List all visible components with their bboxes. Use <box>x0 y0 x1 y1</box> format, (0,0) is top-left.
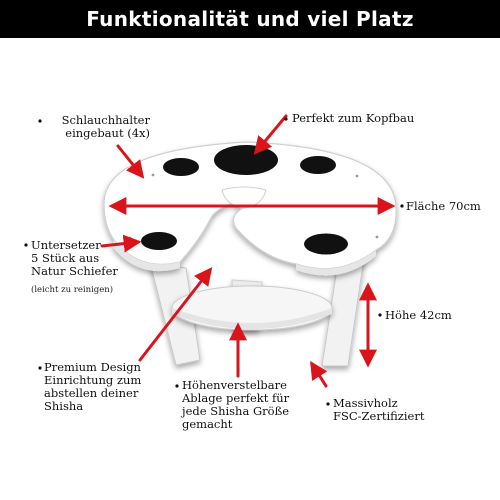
arrow-coasters <box>100 234 142 253</box>
arrow-wood <box>310 360 328 388</box>
callout-surface: Fläche 70cm <box>406 199 481 213</box>
arrow-head-build <box>253 114 288 155</box>
arrow-hose-holder <box>116 144 145 179</box>
callout-hose-holder: Schlauchhalter eingebaut (4x) <box>61 113 150 140</box>
callout-wood: Massivholz FSC-Zertifiziert <box>333 396 425 423</box>
page-title: Funktionalität und viel Platz <box>86 7 414 31</box>
callout-design: Premium Design Einrichtung zum abstellen… <box>44 360 142 413</box>
annotation-arrows <box>100 114 396 388</box>
callout-height: Höhe 42cm <box>385 308 452 322</box>
callout-shelf: Höhenverstelbare Ablage perfekt für jede… <box>182 378 290 431</box>
lower-shelf <box>171 285 333 331</box>
arrow-design <box>138 267 213 362</box>
callout-coasters-note: (leicht zu reinigen) <box>31 285 114 295</box>
callout-coasters: Untersetzer 5 Stück aus Natur Schiefer <box>31 238 118 278</box>
title-banner <box>0 0 500 38</box>
callout-head-build: Perfekt zum Kopfbau <box>292 111 415 125</box>
callout-bullets <box>24 117 404 406</box>
